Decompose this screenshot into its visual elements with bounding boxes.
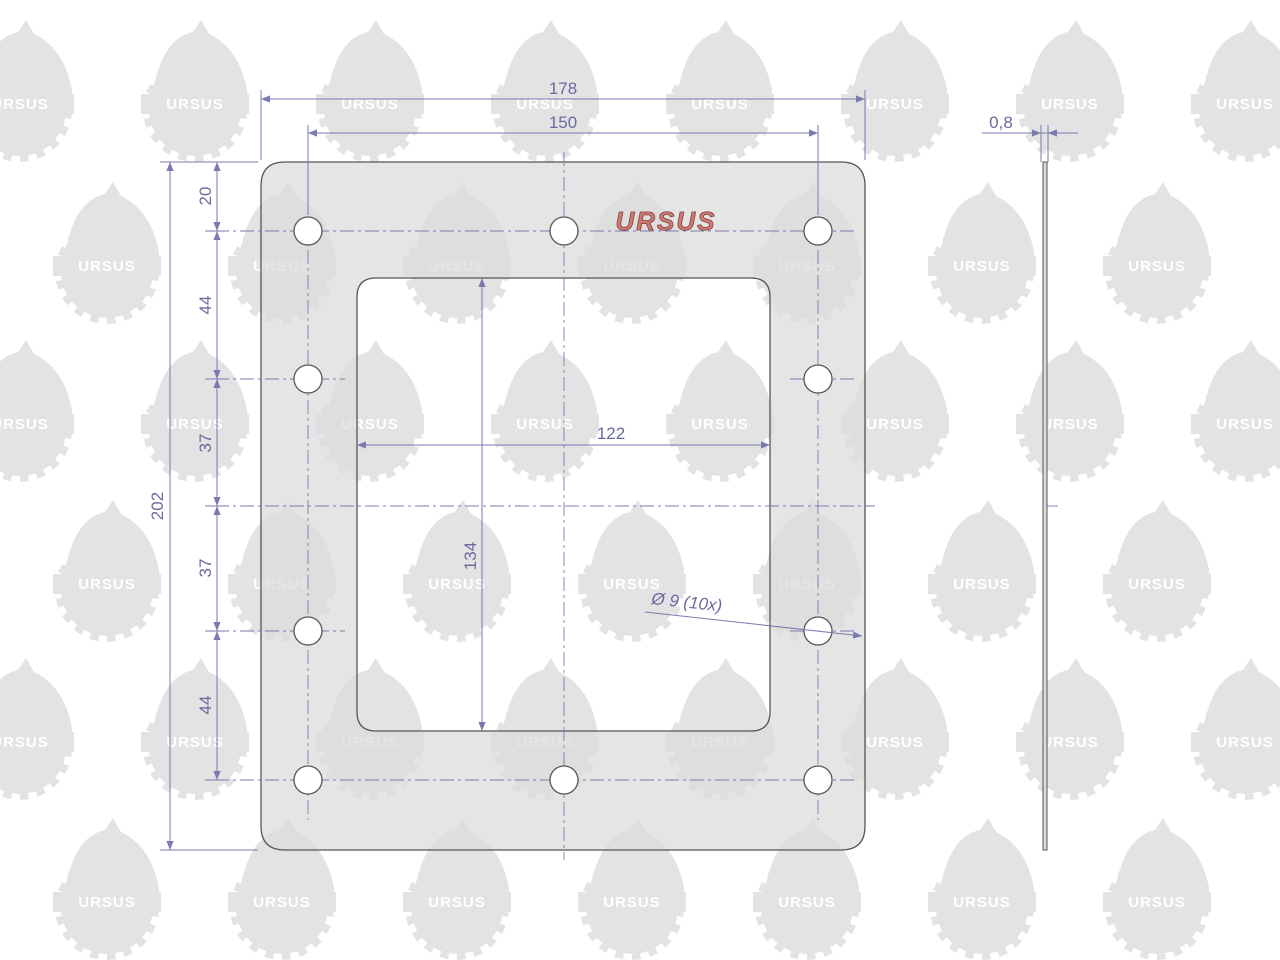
ursus-watermark: URSUS [1103,818,1211,960]
bolt-hole [803,765,833,795]
dimension-lines [160,90,1078,851]
ursus-watermark: URSUS [841,340,949,482]
watermark-text: URSUS [166,96,224,113]
watermark-text: URSUS [1041,734,1099,751]
watermark-text: URSUS [953,894,1011,911]
ursus-watermark: URSUS [928,818,1036,960]
watermark-text: URSUS [866,96,924,113]
ursus-watermark: URSUS [1191,658,1280,800]
ursus-watermark: URSUS [403,500,511,642]
watermark-text: URSUS [866,416,924,433]
dim-overall-height: 202 [148,492,167,520]
ursus-watermark: URSUS [1191,20,1280,162]
ursus-watermark: URSUS [0,658,74,800]
bolt-hole [293,216,323,246]
watermark-text: URSUS [166,734,224,751]
bolt-hole [293,364,323,394]
dim-overall-width: 178 [549,79,577,98]
watermark-text: URSUS [0,416,49,433]
watermark-text: URSUS [428,576,486,593]
watermark-text: URSUS [1216,96,1274,113]
dim-bolt-spacing-mid-lower: 37 [196,559,215,578]
watermark-text: URSUS [253,894,311,911]
ursus-watermark: URSUS [1016,340,1124,482]
watermark-text: URSUS [691,416,749,433]
ursus-watermark: URSUS [316,20,424,162]
ursus-watermark: URSUS [928,500,1036,642]
bolt-hole [803,216,833,246]
bolt-holes [293,216,833,795]
watermark-text: URSUS [78,258,136,275]
ursus-watermark: URSUS [666,340,774,482]
watermark-text: URSUS [428,894,486,911]
watermark-text: URSUS [516,416,574,433]
ursus-watermark: URSUS [0,20,74,162]
ursus-watermark: URSUS [1191,340,1280,482]
watermark-text: URSUS [78,894,136,911]
dim-bolt-spacing-lower: 44 [196,696,215,715]
watermark-text: URSUS [1041,416,1099,433]
watermark-text: URSUS [78,576,136,593]
ursus-watermark: URSUS [1016,658,1124,800]
ursus-watermark: URSUS [53,818,161,960]
ursus-watermark: URSUS [1103,182,1211,324]
ursus-watermark: URSUS [928,182,1036,324]
watermark-text: URSUS [1128,576,1186,593]
ursus-watermark: URSUS [491,340,599,482]
dim-opening-height: 134 [461,542,480,570]
bolt-hole [549,765,579,795]
watermark-text: URSUS [603,576,661,593]
watermark-text: URSUS [1041,96,1099,113]
watermark-text: URSUS [1216,416,1274,433]
ursus-watermark: URSUS [53,500,161,642]
ursus-watermark: URSUS [666,20,774,162]
ursus-watermark: URSUS [841,658,949,800]
dim-bolt-spacing-upper: 44 [196,296,215,315]
ursus-watermark: URSUS [141,658,249,800]
bolt-hole [803,364,833,394]
bolt-hole [293,616,323,646]
ursus-watermark: URSUS [141,340,249,482]
ursus-watermark: URSUS [53,182,161,324]
watermark-text: URSUS [166,416,224,433]
watermark-text: URSUS [0,96,49,113]
ursus-watermark: URSUS [841,20,949,162]
ursus-watermark: URSUS [578,500,686,642]
dim-bolt-spacing-mid-upper: 37 [196,434,215,453]
watermark-text: URSUS [1128,894,1186,911]
ursus-watermark: URSUS [1016,20,1124,162]
plate-side-view [1042,161,1048,851]
watermark-text: URSUS [866,734,924,751]
bolt-hole [549,216,579,246]
dim-opening-width: 122 [597,424,625,443]
watermark-text: URSUS [1216,734,1274,751]
dim-top-edge-to-bolt: 20 [196,187,215,206]
ursus-watermark: URSUS [0,340,74,482]
watermark-text: URSUS [0,734,49,751]
watermark-text: URSUS [778,894,836,911]
watermark-text: URSUS [953,258,1011,275]
ursus-watermark: URSUS [141,20,249,162]
ursus-watermark: URSUS [1103,500,1211,642]
bolt-hole [293,765,323,795]
ursus-watermark: URSUS [491,20,599,162]
watermark-text: URSUS [603,894,661,911]
watermark-text: URSUS [1128,258,1186,275]
watermark-text: URSUS [953,576,1011,593]
dim-thickness: 0,8 [989,113,1013,132]
brand-logo: URSUS [615,206,716,236]
dim-bolt-spacing-width: 150 [549,113,577,132]
